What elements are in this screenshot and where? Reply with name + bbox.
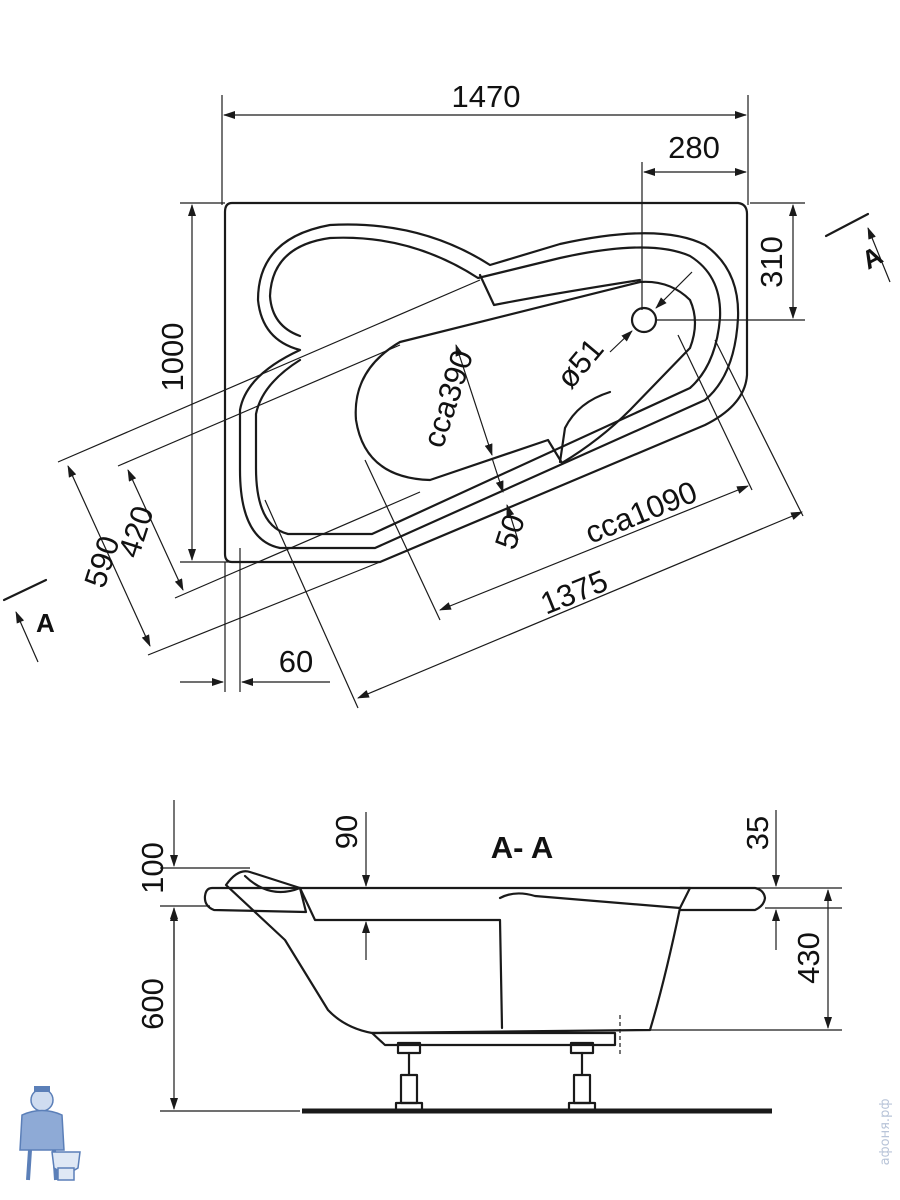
dim-inner-length: cca1090 <box>580 474 702 550</box>
dim-line-diameter <box>609 330 633 353</box>
seat-curve <box>558 390 612 464</box>
dim-leg-height: 600 <box>135 978 170 1030</box>
svg-text:A: A <box>857 240 888 275</box>
dim-line-1375 <box>357 511 803 699</box>
section-mark-right: A <box>824 212 891 283</box>
dim-overall-width: 1470 <box>452 79 521 114</box>
plumber-logo <box>19 1086 81 1181</box>
section-mark-left: A <box>2 578 55 663</box>
section-base <box>370 1031 617 1047</box>
dim-rim-offset: 60 <box>279 644 313 679</box>
leg-left <box>394 1041 424 1113</box>
basin-bottom <box>354 280 697 482</box>
dim-drain-offset: 280 <box>668 130 720 165</box>
dim-rim-height: 100 <box>135 842 170 894</box>
dim-basin-depth: 430 <box>791 932 826 984</box>
bath-rim-contour <box>238 223 740 550</box>
plan-view: 1470 280 310 1000 ø51 cca390 50 cca1090 <box>2 79 891 709</box>
section-view: A- A <box>135 800 842 1114</box>
dim-overall-depth: 1000 <box>155 323 190 392</box>
dim-step: 50 <box>488 510 532 554</box>
dim-lip-height: 35 <box>740 816 775 850</box>
dim-drain-diameter: ø51 <box>549 332 610 395</box>
dim-line-590 <box>67 465 151 647</box>
dim-drain-depth: 310 <box>754 236 789 288</box>
section-rim <box>203 886 308 914</box>
dim-outer-length: 1375 <box>536 563 613 621</box>
bath-rim-inner <box>254 236 722 536</box>
backrest-slope <box>478 273 642 307</box>
bath-outer-outline <box>223 201 749 564</box>
dim-line-cca390 <box>455 344 493 456</box>
dim-outer-width: 590 <box>77 532 126 592</box>
dim-inner-rim: 90 <box>329 815 364 849</box>
leg-right <box>567 1041 597 1113</box>
dim-basin-width: cca390 <box>416 346 480 452</box>
drain-circle <box>630 306 658 334</box>
site-watermark: афоня.рф <box>878 1099 893 1166</box>
section-body <box>224 870 692 1035</box>
svg-text:A: A <box>36 608 55 638</box>
section-title: A- A <box>491 830 554 865</box>
